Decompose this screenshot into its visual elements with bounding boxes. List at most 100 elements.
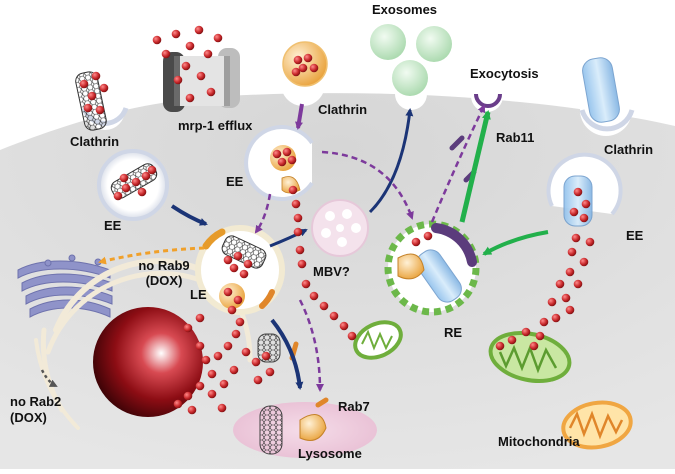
dox-particle-icon <box>207 389 217 399</box>
dox-particle-icon <box>319 301 329 311</box>
dox-particle-icon <box>223 287 233 297</box>
label-lysosome: Lysosome <box>298 446 362 461</box>
label-exocytosis: Exocytosis <box>470 66 539 81</box>
dox-particle-icon <box>555 279 565 289</box>
dox-particle-icon <box>95 105 105 115</box>
dox-particle-icon <box>147 165 157 175</box>
arrow-mbv-to-exosomes <box>368 108 414 214</box>
golgi-icon <box>17 254 113 318</box>
mitochondrion-icon <box>353 320 403 360</box>
dox-particle-icon <box>539 317 549 327</box>
dox-particle-icon <box>293 55 303 65</box>
dox-particle-icon <box>227 305 237 315</box>
dox-particle-icon <box>547 297 557 307</box>
dox-particle-icon <box>173 75 183 85</box>
label-rab7: Rab7 <box>338 399 370 414</box>
dox-particles <box>79 25 595 415</box>
dox-particle-icon <box>298 63 308 73</box>
arrow-ee-to-re-dashed <box>321 150 414 220</box>
dox-particle-icon <box>219 379 229 389</box>
dox-particle-icon <box>87 91 97 101</box>
dox-particle-icon <box>99 83 109 93</box>
label-le: LE <box>190 287 207 302</box>
dox-particle-icon <box>217 403 227 413</box>
dox-particle-icon <box>206 87 216 97</box>
dox-particle-icon <box>569 207 579 217</box>
dox-particle-icon <box>347 331 357 341</box>
dox-particle-icon <box>113 191 123 201</box>
dox-particle-icon <box>507 335 517 345</box>
dox-particle-icon <box>152 35 162 45</box>
dox-particle-icon <box>196 71 206 81</box>
dox-particle-icon <box>535 331 545 341</box>
dox-particle-icon <box>213 33 223 43</box>
arrow-golgi-to-er-dotted <box>40 369 58 388</box>
dox-particle-icon <box>183 391 193 401</box>
label-ee-center: EE <box>226 174 244 189</box>
dox-particle-icon <box>239 269 249 279</box>
exosomes-cluster <box>370 24 452 96</box>
dox-particle-icon <box>235 317 245 327</box>
dox-particle-icon <box>203 49 213 59</box>
dox-particle-icon <box>229 365 239 375</box>
dox-particle-icon <box>79 79 89 89</box>
dox-particle-icon <box>161 49 171 59</box>
dox-particle-icon <box>265 367 275 377</box>
dox-particle-icon <box>201 355 211 365</box>
dox-particle-icon <box>213 351 223 361</box>
dox-particle-icon <box>411 237 421 247</box>
dox-particle-icon <box>261 351 271 361</box>
dox-particle-icon <box>229 263 239 273</box>
arrow-le-to-golgi-dashed <box>98 246 205 265</box>
dox-particle-icon <box>195 313 205 323</box>
dox-particle-icon <box>423 231 433 241</box>
nucleus-icon <box>93 307 203 417</box>
dox-particle-icon <box>233 295 243 305</box>
label-no-rab9: no Rab9 <box>138 258 190 273</box>
dox-particle-icon <box>295 245 305 255</box>
dox-particle-icon <box>287 155 297 165</box>
dox-particle-icon <box>181 61 191 71</box>
dox-particle-icon <box>581 199 591 209</box>
dox-particle-icon <box>567 247 577 257</box>
nanotube-cylinder-icon <box>259 405 283 455</box>
dox-particle-icon <box>495 341 505 351</box>
dox-particle-icon <box>301 279 311 289</box>
dox-particle-icon <box>309 291 319 301</box>
dox-particle-icon <box>173 399 183 409</box>
dox-particle-icon <box>571 233 581 243</box>
arrow-clathrin-to-ee <box>295 103 304 130</box>
arrow-re-to-exocytosis-rab11 <box>459 110 491 223</box>
dox-particle-icon <box>141 171 151 181</box>
dox-particle-icon <box>187 405 197 415</box>
dox-particle-icon <box>297 259 307 269</box>
dox-particle-icon <box>521 327 531 337</box>
dox-particle-icon <box>585 237 595 247</box>
dox-particle-icon <box>91 71 101 81</box>
dox-particle-icon <box>573 279 583 289</box>
dox-particle-icon <box>223 341 233 351</box>
late-endosome <box>195 225 285 315</box>
dox-particle-icon <box>207 369 217 379</box>
label-re: RE <box>444 325 463 340</box>
dox-particle-icon <box>529 341 539 351</box>
dox-particle-icon <box>194 25 204 35</box>
dox-particle-icon <box>243 259 253 269</box>
dox-particle-icon <box>303 53 313 63</box>
label-exosomes: Exosomes <box>372 2 438 17</box>
exocytosis-site <box>474 93 502 108</box>
arrow-le-to-mbv <box>269 228 308 248</box>
dox-particle-icon <box>309 63 319 73</box>
arrow-le-to-lysosome-dashed <box>298 299 324 392</box>
label-mrp1-efflux: mrp-1 efflux <box>178 118 253 133</box>
label-ee-left: EE <box>104 218 122 233</box>
dox-particle-icon <box>339 321 349 331</box>
dox-particle-icon <box>231 329 241 339</box>
dox-particle-icon <box>83 103 93 113</box>
mitochondrion-icon <box>561 400 633 450</box>
dox-particle-icon <box>272 149 282 159</box>
dox-particle-icon <box>579 213 589 223</box>
dox-particle-icon <box>561 293 571 303</box>
